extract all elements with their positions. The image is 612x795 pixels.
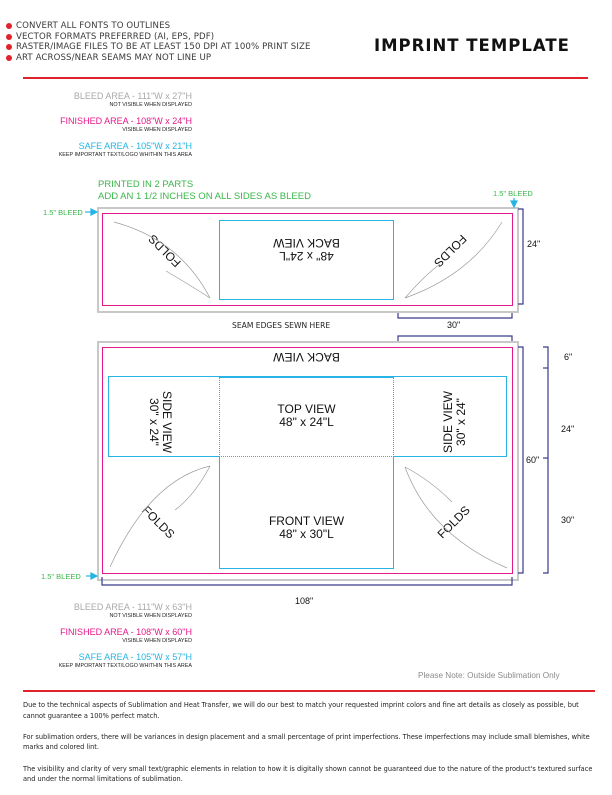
bleed-label-right-top: 1.5" BLEED [493, 189, 533, 198]
safe-area-note-bottom: KEEP IMPORTANT TEXT/LOGO WHITHIN THIS AR… [58, 663, 192, 669]
requirement-text: VECTOR FORMATS PREFERRED (AI, EPS, PDF) [16, 31, 215, 42]
requirement-item: VECTOR FORMATS PREFERRED (AI, EPS, PDF) [6, 32, 311, 43]
footer-divider [23, 690, 595, 692]
top-front-fold [219, 456, 394, 457]
fold-curve-icon [404, 263, 441, 299]
side-view-left-panel [108, 376, 220, 457]
bleed-area-label: BLEED AREA - 111"W x 27"H [73, 91, 192, 101]
finished-area-label-bottom: FINISHED AREA - 108"W x 60"H [60, 627, 192, 637]
disclaimer-paragraph: Due to the technical aspects of Sublimat… [23, 701, 579, 720]
top-view-title: TOP VIEW [277, 402, 336, 416]
print-note-line2: ADD AN 1 1/2 INCHES ON ALL SIDES AS BLEE… [98, 191, 311, 202]
side-view-right-panel [393, 376, 507, 457]
requirement-item: CONVERT ALL FONTS TO OUTLINES [6, 21, 311, 32]
top-bleed-area [97, 207, 519, 313]
top-view-left-fold [219, 376, 220, 457]
legend-top: BLEED AREA - 111"W x 27"H NOT VISIBLE WH… [0, 91, 192, 158]
bullet-dot-icon [6, 44, 12, 51]
bleed-area-note-bottom: NOT VISIBLE WHEN DISPLAYED [109, 613, 192, 619]
bullet-dot-icon [6, 33, 12, 40]
front-view-label: FRONT VIEW 48" x 30"L [219, 515, 394, 541]
bleed-area-note: NOT VISIBLE WHEN DISPLAYED [109, 102, 192, 108]
top-view-label: TOP VIEW 48" x 24"L [219, 403, 394, 429]
finished-area-note-bottom: VISIBLE WHEN DISPLAYED [122, 638, 192, 644]
fold-curve-icon [404, 466, 453, 503]
legend-bottom: BLEED AREA - 111"W x 63"H NOT VISIBLE WH… [0, 602, 192, 669]
top-width-dim-right: 30" [447, 320, 461, 330]
bullet-dot-icon [6, 23, 12, 30]
top-view-right-fold [393, 376, 394, 457]
top-height-dim: 24" [527, 239, 541, 249]
seam-label: SEAM EDGES SEWN HERE [232, 321, 331, 330]
requirement-item: ART ACROSS/NEAR SEAMS MAY NOT LINE UP [6, 53, 311, 64]
disclaimer-paragraph: The visibility and clarity of very small… [23, 764, 593, 784]
bullet-dot-icon [6, 55, 12, 62]
requirement-text: ART ACROSS/NEAR SEAMS MAY NOT LINE UP [16, 52, 212, 63]
front-view-size: 48" x 30"L [279, 527, 334, 541]
segment-dim-front: 30" [561, 515, 575, 525]
requirement-text: RASTER/IMAGE FILES TO BE AT LEAST 150 DP… [16, 42, 311, 53]
finished-area-label: FINISHED AREA - 108"W x 24"H [60, 116, 192, 126]
page-title: IMPRINT TEMPLATE [374, 36, 570, 55]
bleed-area-label-bottom: BLEED AREA - 111"W x 63"H [73, 602, 192, 612]
fold-curve-icon [404, 466, 508, 569]
print-note-line1: PRINTED IN 2 PARTS [98, 179, 194, 190]
safe-area-label: SAFE AREA - 105"W x 21"H [78, 141, 192, 151]
fold-curve-icon [165, 270, 211, 299]
disclaimer: Due to the technical aspects of Sublimat… [23, 700, 598, 795]
bleed-label-left-top: 1.5" BLEED [43, 208, 83, 217]
disclaimer-paragraph: For sublimation orders, there will be va… [23, 732, 590, 752]
requirement-item: RASTER/IMAGE FILES TO BE AT LEAST 150 DP… [6, 42, 311, 53]
top-view-size: 48" x 24"L [279, 415, 334, 429]
requirement-text: CONVERT ALL FONTS TO OUTLINES [16, 21, 171, 31]
print-parts-note: PRINTED IN 2 PARTS ADD AN 1 1/2 INCHES O… [98, 179, 311, 203]
front-view-panel [219, 456, 394, 569]
safe-area-note: KEEP IMPORTANT TEXT/LOGO WHITHIN THIS AR… [58, 152, 192, 158]
segment-dim-top: 24" [561, 424, 575, 434]
top-view-top-edge [219, 376, 394, 378]
sublimation-note: Please Note: Outside Sublimation Only [418, 671, 560, 680]
top-finished-area [102, 213, 513, 306]
header-divider [23, 77, 588, 79]
bottom-width-dim: 108" [295, 596, 314, 606]
fold-curve-icon [174, 465, 211, 511]
finished-area-note: VISIBLE WHEN DISPLAYED [122, 127, 192, 133]
requirements-list: CONVERT ALL FONTS TO OUTLINES VECTOR FOR… [6, 21, 311, 63]
top-back-view-panel [219, 220, 394, 300]
fold-curve-icon [404, 221, 503, 299]
safe-area-label-bottom: SAFE AREA - 105"W x 57"H [78, 652, 192, 662]
bleed-label-bottom: 1.5" BLEED [41, 572, 81, 581]
bottom-bleed-area [97, 341, 519, 581]
bottom-height-dim: 60" [526, 455, 540, 465]
segment-dim-back: 6" [564, 352, 573, 362]
fold-curve-icon [113, 221, 211, 299]
fold-curve-icon [109, 465, 211, 568]
bottom-finished-area [102, 347, 513, 574]
front-view-title: FRONT VIEW [268, 514, 345, 528]
